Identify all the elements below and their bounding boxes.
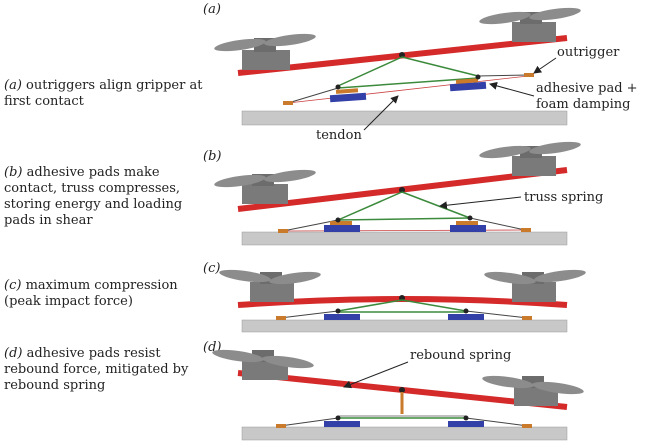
caption-a-text: outriggers align gripper at first contac…: [4, 78, 203, 109]
caption-b-tag: (b): [4, 165, 23, 180]
truss-b: [337, 191, 471, 221]
motor-right-b: [479, 141, 581, 176]
outrigger-tip-right-a: [524, 73, 534, 77]
motor-right-d: [482, 375, 584, 406]
caption-c: (c) maximum compression (peak impact for…: [4, 278, 204, 310]
panel-c: [219, 269, 586, 333]
truss-c: [337, 299, 467, 313]
motor-right-a: [479, 7, 581, 42]
motor-left-c: [219, 269, 321, 302]
panel-b: [214, 141, 581, 246]
truss-a: [337, 56, 479, 89]
label-truss-spring: truss spring: [524, 190, 603, 205]
pad-left-b: [324, 225, 360, 232]
label-outrigger: outrigger: [557, 45, 620, 60]
motor-left-a: [214, 33, 316, 70]
ground-c: [241, 319, 568, 333]
pad-right-d: [448, 421, 484, 427]
panel-label-b: (b): [203, 149, 221, 164]
ground-a: [241, 110, 568, 126]
outrigger-tip-left-a: [283, 101, 293, 105]
caption-d-text: adhesive pads resist rebound force, miti…: [4, 346, 189, 393]
label-tendon: tendon: [316, 128, 362, 143]
caption-a: (a) outriggers align gripper at first co…: [4, 78, 204, 110]
caption-b-text: adhesive pads make contact, truss compre…: [4, 165, 183, 228]
label-adhesive-pad-2: foam damping: [536, 97, 630, 112]
motor-right-c: [484, 269, 586, 302]
truss-d: [338, 415, 466, 419]
motor-left-d: [212, 349, 314, 380]
label-adhesive-pad-1: adhesive pad +: [536, 81, 638, 96]
pad-right-c: [448, 314, 484, 320]
caption-d: (d) adhesive pads resist rebound force, …: [4, 346, 204, 394]
caption-c-text: maximum compression (peak impact force): [4, 278, 178, 309]
pad-right-b: [450, 225, 486, 232]
pad-left-a: [329, 92, 367, 103]
panel-a: [214, 7, 581, 126]
caption-b: (b) adhesive pads make contact, truss co…: [4, 165, 204, 229]
panel-label-c: (c): [203, 261, 220, 276]
pad-right-a: [449, 81, 487, 92]
pad-left-d: [324, 421, 360, 427]
panel-label-a: (a): [203, 2, 221, 17]
ground-d: [241, 426, 568, 441]
caption-d-tag: (d): [4, 346, 23, 361]
ground-b: [241, 231, 568, 246]
caption-a-tag: (a): [4, 78, 22, 93]
pad-left-c: [324, 314, 360, 320]
caption-c-tag: (c): [4, 278, 22, 293]
motor-left-b: [214, 169, 316, 204]
panel-d: [212, 349, 584, 441]
label-rebound-spring: rebound spring: [410, 348, 511, 363]
